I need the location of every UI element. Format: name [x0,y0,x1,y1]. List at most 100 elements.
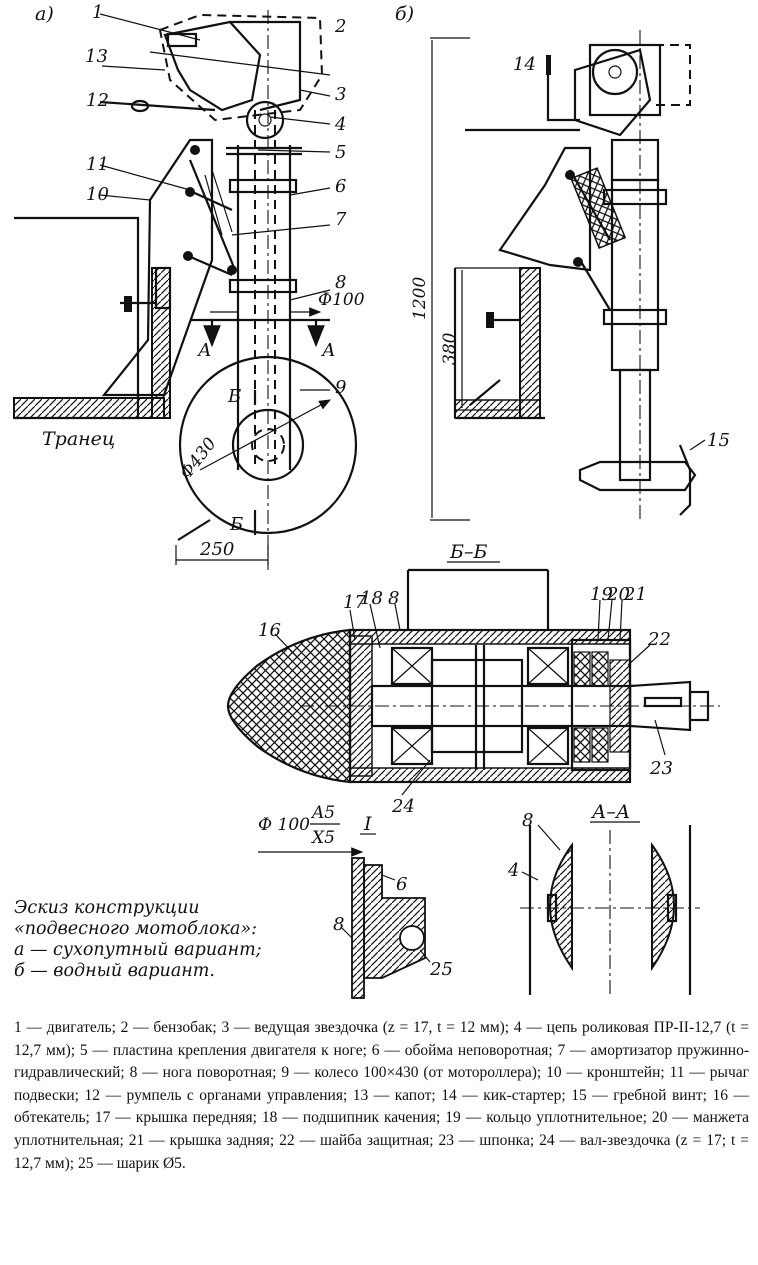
callout-label: 13 [85,46,108,67]
callout-label: 2 [334,16,346,37]
callout-label: 14 [513,54,536,75]
caption-line: Эскиз конструкции [14,898,200,918]
callout-label: I [363,813,372,835]
bracket-10 [101,138,214,397]
pivot [190,145,200,155]
drawing-stroke [199,399,332,471]
callout-label: 1200 [410,277,430,320]
tiller-12 [99,100,216,112]
cuff-seal-20 [591,651,609,687]
collar-6-upper [228,178,298,194]
view-a: а) 1 2 13 3 12 4 5 11 10 6 7 8 Ф100 А А … [13,2,365,570]
callout-label: б) [395,3,414,25]
flywheel-b [591,48,639,96]
caption-line: а — сухопутный вариант; [14,940,262,960]
clamp-screw-block [154,266,172,310]
callout-label: Б–Б [449,541,487,563]
detail-i: Ф 100 A5 X5 I 6 8 25 [258,803,453,999]
parts-legend: 1 — двигатель; 2 — бензобак; 3 — ведущая… [14,1019,749,1172]
drawing-stroke [689,439,706,451]
drawing-stroke [526,646,570,686]
drawing-stroke [519,267,541,419]
engineering-drawing: а) 1 2 13 3 12 4 5 11 10 6 7 8 Ф100 А А … [13,2,730,999]
drawing-stroke [341,874,431,963]
seal-ring-19 [573,651,591,687]
drawing-stroke [391,647,433,685]
callout-label: 19 [590,584,613,605]
hood-13 [163,20,262,112]
callout-label: X5 [310,828,335,848]
callout-label: А [196,340,212,361]
wheel-9 [178,355,358,535]
fuel-tank-2 [230,20,302,112]
callout-label: 24 [391,796,415,817]
output-shaft [628,680,692,732]
callout-label: 22 [647,629,671,650]
view-b: б) 14 1200 380 15 [395,3,730,521]
clamp-handle [124,296,132,312]
drawing-stroke [258,113,272,127]
drawing-stroke [602,188,668,206]
callout-label: Ф430 [176,434,221,483]
clamp-plate [151,267,171,419]
leg-8 [236,145,292,470]
callout-label: 18 [360,588,383,609]
drawing-stroke [251,428,285,462]
dim-250 [175,545,269,565]
plate-5 [226,146,302,156]
caption-line: б — водный вариант. [14,961,215,981]
drawing-stroke [526,726,570,766]
drawing-stroke [521,824,561,881]
drawing-stroke [608,65,622,79]
engine-block-b [588,43,662,117]
callout-label: 16 [258,620,281,641]
callout-label: 9 [335,377,346,398]
callout-label: а) [35,3,54,25]
propeller-hub-15 [578,460,697,492]
callout-label: 5 [335,142,346,163]
bracket-b [498,146,592,272]
callout-label: 8 [335,272,346,293]
collar-6-lower [228,278,298,294]
drawing-stroke [130,99,150,113]
washer-22 [609,659,631,753]
callout-label: 1 [92,2,103,23]
dim-1200 [430,37,470,521]
drawing-stroke [573,727,591,763]
drawing-stroke [406,568,550,630]
fairing-16 [226,628,352,784]
drawing-stroke [528,825,692,995]
callout-label: 12 [86,90,109,111]
chain-through [474,645,486,770]
callout-label: А [320,340,336,361]
callout-label: 6 [396,874,407,895]
drawing-stroke [565,170,575,180]
callout-label: 7 [335,209,347,230]
caption-line: «подвесного мотоблока»: [14,919,257,939]
shock-absorber-7 [188,159,237,271]
callout-label: 15 [707,430,730,451]
chain-guide-right [651,841,675,972]
drawing-stroke [349,629,631,645]
callout-label: 25 [429,959,453,980]
callout-label: Б [227,386,241,407]
chain-guide-left [549,841,573,972]
callout-label: Ф 100 [258,815,310,835]
drawing-stroke [274,599,666,796]
tank-b [640,44,691,106]
callout-label: 380 [440,332,460,365]
drawing-stroke [527,647,569,685]
leader-lines [99,13,331,391]
key-23 [643,696,683,708]
drawing-stroke [610,138,660,182]
drawing-stroke [573,257,583,267]
callout-label: 6 [335,176,346,197]
callout-label: 23 [649,758,673,779]
leg-wall-8 [351,857,365,999]
drawing-stroke [688,690,710,722]
callout-label: Б [229,514,243,535]
drawing-stroke [527,727,569,765]
figure-caption: Эскиз конструкции «подвесного мотоблока»… [14,898,304,982]
callout-label: 4 [334,114,346,135]
